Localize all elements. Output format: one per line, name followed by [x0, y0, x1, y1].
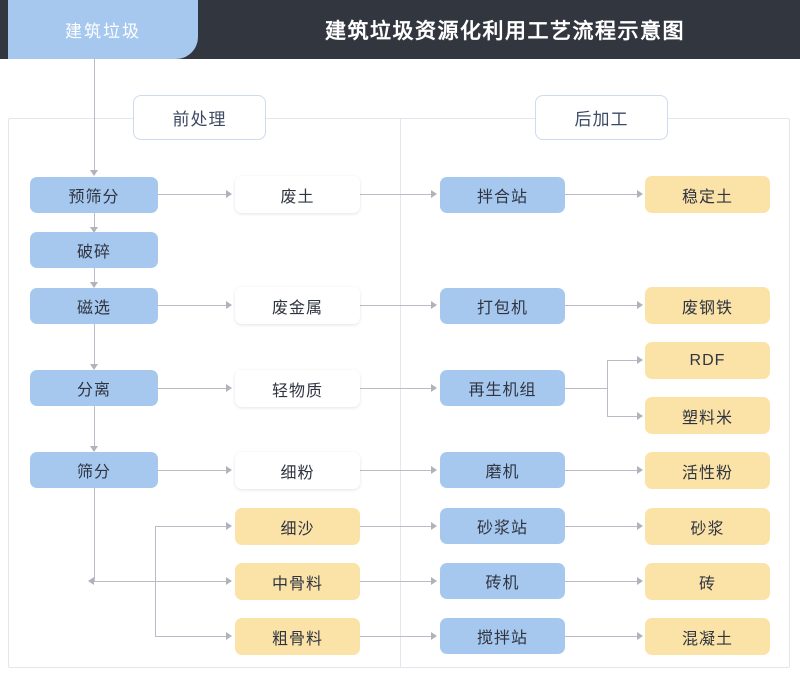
- arrowhead-concretestation-to-concrete: [637, 632, 643, 640]
- node-mixing-station[interactable]: 拌合站: [440, 177, 565, 213]
- node-separation[interactable]: 分离: [30, 370, 158, 406]
- connector-source-to-prescreen: [94, 59, 95, 171]
- node-recycling-unit[interactable]: 再生机组: [440, 370, 565, 406]
- node-plastic-pellet[interactable]: 塑料米: [645, 397, 770, 434]
- connector-recycleunit-to-rdf: [607, 360, 638, 361]
- connector-mixingstation-to-stabilizedsoil: [565, 194, 638, 195]
- arrowhead-source-to-prescreen: [90, 170, 98, 176]
- node-active-powder[interactable]: 活性粉: [645, 452, 770, 489]
- diagram-frame: [8, 118, 790, 668]
- arrowhead-separate-to-screen: [90, 446, 98, 452]
- node-mid-aggregate[interactable]: 中骨料: [235, 563, 360, 600]
- arrowhead-recycleunit-to-rdf: [637, 356, 643, 364]
- stage-divider: [400, 118, 401, 668]
- node-coarse-aggregate[interactable]: 粗骨料: [235, 618, 360, 655]
- node-mill[interactable]: 磨机: [440, 452, 565, 488]
- connector-trunk-to-finesand: [155, 526, 227, 527]
- connector-screen-to-finepowder: [158, 470, 228, 471]
- connector-screen-to-aggregate-bus: [94, 488, 95, 581]
- arrowhead-finepowder-to-mill: [431, 466, 437, 474]
- arrowhead-lightmaterial-to-recycleunit: [431, 384, 437, 392]
- connector-wastesoil-to-mixingstation: [360, 194, 432, 195]
- node-screening[interactable]: 筛分: [30, 452, 158, 488]
- node-mortar[interactable]: 砂浆: [645, 508, 770, 545]
- connector-crush-to-magnetic: [94, 268, 95, 284]
- node-mortar-station[interactable]: 砂浆站: [440, 508, 565, 544]
- connector-baler-to-scrapsteel: [565, 305, 638, 306]
- connector-recycleunit-to-plasticpellet: [607, 416, 638, 417]
- source-tab-construction-waste[interactable]: 建筑垃圾: [8, 0, 198, 59]
- arrowhead-prescreen-to-crush: [90, 227, 98, 233]
- arrowhead-separate-to-lightmaterial: [226, 384, 232, 392]
- connector-magnetic-to-separate: [94, 324, 95, 366]
- connector-recycleunit-fork-stem: [565, 388, 608, 389]
- arrowhead-recycleunit-to-plasticpellet: [637, 412, 643, 420]
- node-concrete-station[interactable]: 搅拌站: [440, 618, 565, 654]
- node-light-material[interactable]: 轻物质: [235, 370, 360, 407]
- connector-magnetic-to-wastemetal: [158, 305, 228, 306]
- connector-trunk-to-coarseaggregate: [155, 636, 227, 637]
- connector-midaggregate-to-brickmachine: [360, 581, 432, 582]
- arrowhead-wastemetal-to-baler: [431, 301, 437, 309]
- connector-separate-to-lightmaterial: [158, 388, 228, 389]
- connector-mortarstation-to-mortar: [565, 526, 638, 527]
- node-crush[interactable]: 破碎: [30, 232, 158, 268]
- section-label-pre-processing: 前处理: [133, 95, 266, 140]
- arrowhead-mortarstation-to-mortar: [637, 522, 643, 530]
- node-stabilized-soil[interactable]: 稳定土: [645, 176, 770, 213]
- section-label-post-processing: 后加工: [535, 95, 668, 140]
- node-pre-screen[interactable]: 预筛分: [30, 177, 158, 213]
- node-magnetic-separation[interactable]: 磁选: [30, 288, 158, 324]
- arrowhead-wastesoil-to-mixingstation: [431, 190, 437, 198]
- node-scrap-steel[interactable]: 废钢铁: [645, 287, 770, 324]
- arrowhead-prescreen-to-wastesoil: [226, 190, 232, 198]
- arrowhead-mill-to-activepowder: [637, 466, 643, 474]
- connector-coarseaggregate-to-concretestation: [360, 636, 432, 637]
- arrowhead-coarseaggregate-to-concretestation: [431, 632, 437, 640]
- connector-concretestation-to-concrete: [565, 636, 638, 637]
- page-title: 建筑垃圾资源化利用工艺流程示意图: [325, 19, 685, 43]
- arrowhead-trunk-to-finesand: [226, 522, 232, 530]
- node-rdf[interactable]: RDF: [645, 342, 770, 379]
- connector-prescreen-to-wastesoil: [158, 194, 228, 195]
- connector-finesand-to-mortarstation: [360, 526, 432, 527]
- connector-recycleunit-fork-trunk: [607, 360, 608, 416]
- arrowhead-finesand-to-mortarstation: [431, 522, 437, 530]
- connector-separate-to-screen: [94, 406, 95, 448]
- arrowhead-mixingstation-to-stabilizedsoil: [637, 190, 643, 198]
- arrowhead-midaggregate-to-brickmachine: [431, 577, 437, 585]
- arrowhead-trunk-to-coarseaggregate: [226, 632, 232, 640]
- connector-trunk-to-midaggregate: [155, 581, 227, 582]
- connector-finepowder-to-mill: [360, 470, 432, 471]
- arrowhead-crush-to-magnetic: [90, 282, 98, 288]
- arrowhead-screen-to-finepowder: [226, 466, 232, 474]
- node-waste-soil[interactable]: 废土: [235, 176, 360, 213]
- connector-brickmachine-to-brick: [565, 581, 638, 582]
- connector-prescreen-to-crush: [94, 213, 95, 229]
- connector-wastemetal-to-baler: [360, 305, 432, 306]
- arrowhead-baler-to-scrapsteel: [637, 301, 643, 309]
- node-baler[interactable]: 打包机: [440, 288, 565, 324]
- arrowhead-magnetic-to-separate: [90, 364, 98, 370]
- arrowhead-magnetic-to-wastemetal: [226, 301, 232, 309]
- node-fine-powder[interactable]: 细粉: [235, 452, 360, 489]
- node-concrete[interactable]: 混凝土: [645, 618, 770, 655]
- node-brick-machine[interactable]: 砖机: [440, 563, 565, 599]
- connector-lightmaterial-to-recycleunit: [360, 388, 432, 389]
- node-waste-metal[interactable]: 废金属: [235, 287, 360, 324]
- connector-aggregate-bus-left: [94, 581, 156, 582]
- node-brick[interactable]: 砖: [645, 563, 770, 600]
- node-fine-sand[interactable]: 细沙: [235, 508, 360, 545]
- connector-mill-to-activepowder: [565, 470, 638, 471]
- arrowhead-brickmachine-to-brick: [637, 577, 643, 585]
- arrowhead-trunk-to-midaggregate: [226, 577, 232, 585]
- arrowhead-aggregate-bus: [88, 577, 94, 585]
